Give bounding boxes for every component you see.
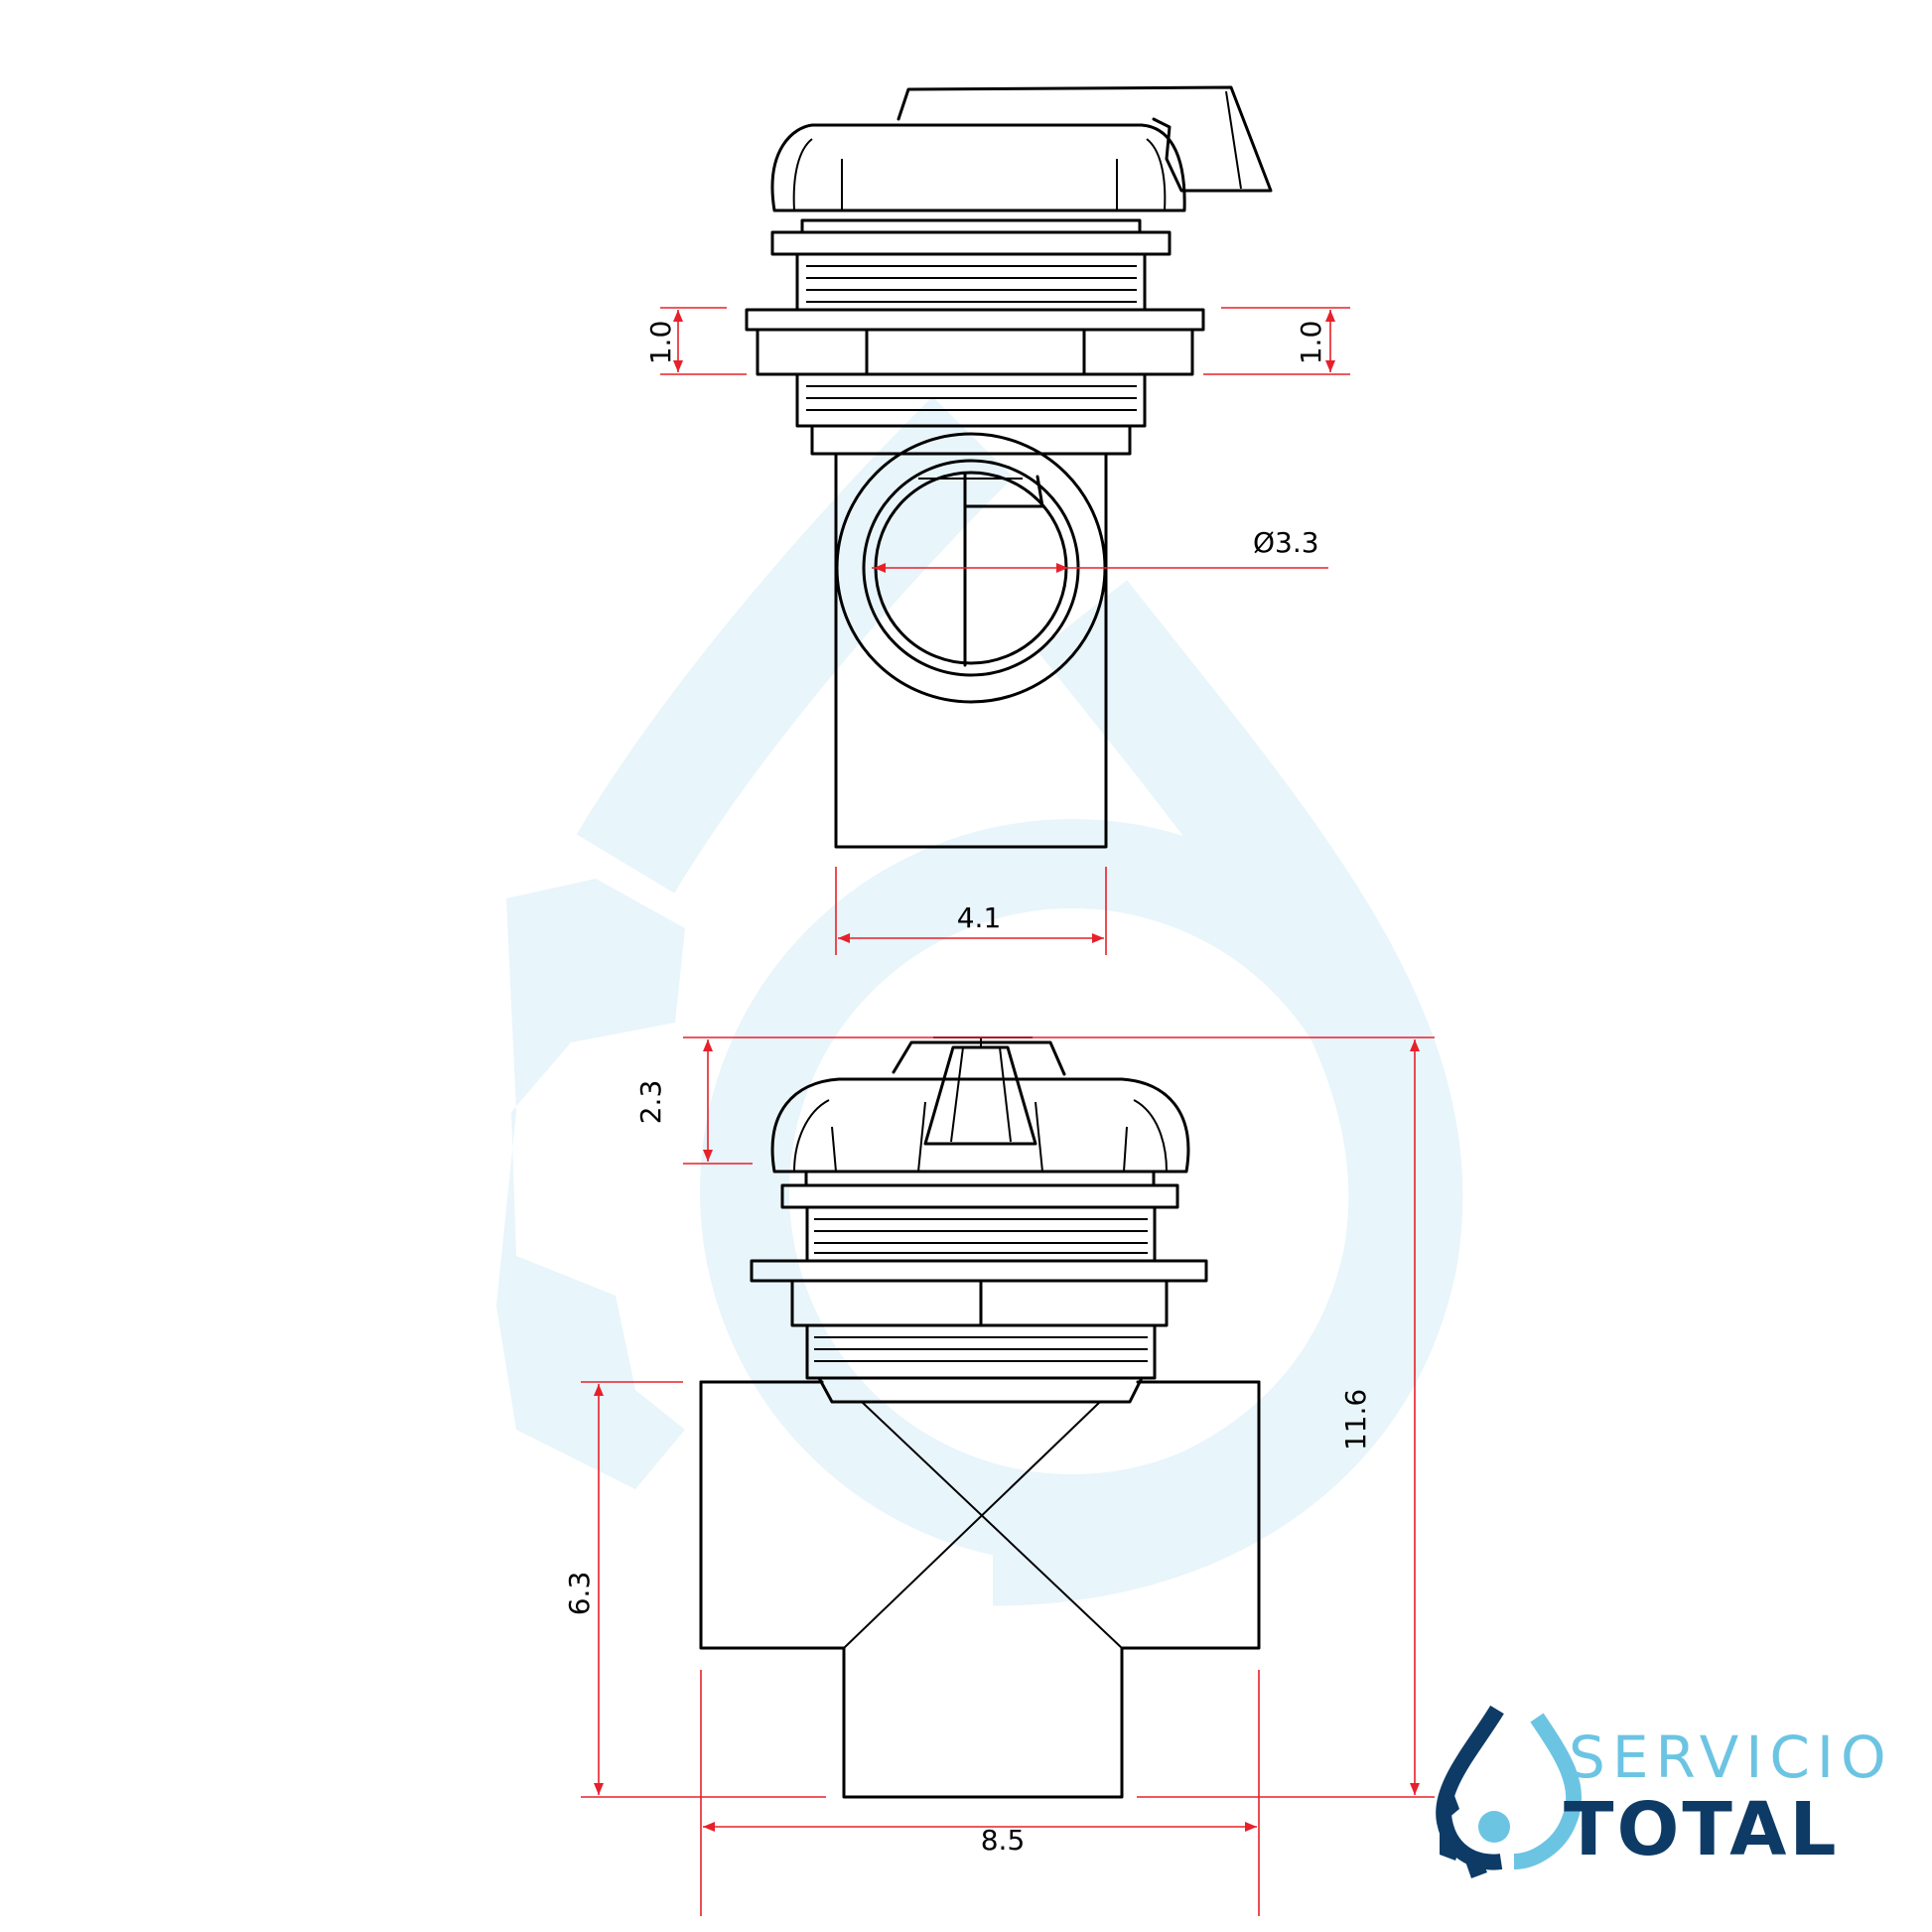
brand-line1: SERVICIO	[1569, 1724, 1893, 1791]
dim-cap-height: 2.3	[634, 1036, 1435, 1165]
diameter-label: Ø3.3	[1253, 526, 1319, 559]
dim-flange-right: 1.0	[1203, 307, 1350, 375]
brand-line2: TOTAL	[1564, 1787, 1840, 1872]
water-drop-gear-icon	[1436, 1705, 1583, 1878]
body-width-label: 4.1	[957, 901, 1002, 934]
tee-width-label: 8.5	[981, 1824, 1026, 1857]
watermark-logo	[496, 396, 1463, 1606]
dim-tee-width: 8.5	[700, 1670, 1260, 1916]
total-height-label: 11.6	[1339, 1389, 1372, 1450]
dim-tee-height: 6.3	[563, 1381, 826, 1798]
cap-height-label: 2.3	[634, 1080, 667, 1125]
tee-height-label: 6.3	[563, 1572, 596, 1616]
brand-logo: SERVICIO TOTAL	[1436, 1705, 1893, 1878]
flange-left-label: 1.0	[644, 321, 677, 365]
flange-right-label: 1.0	[1295, 321, 1327, 365]
dim-body-width: 4.1	[835, 867, 1107, 955]
dim-diameter: Ø3.3	[872, 526, 1328, 573]
dim-flange-left: 1.0	[644, 307, 747, 375]
dim-total-height: 11.6	[1137, 1039, 1435, 1798]
top-elevation-view	[745, 85, 1273, 849]
